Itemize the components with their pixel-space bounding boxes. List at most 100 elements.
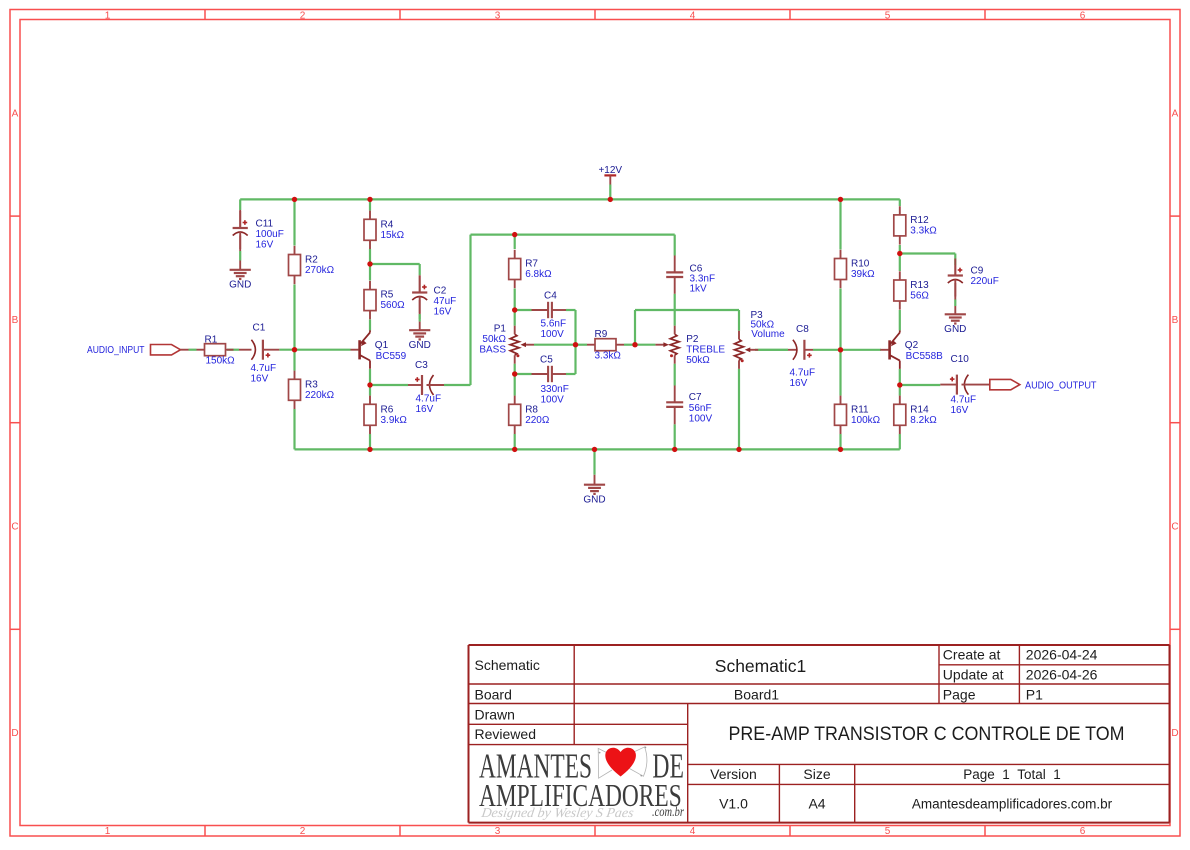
svg-text:270kΩ: 270kΩ xyxy=(305,265,335,276)
svg-text:GND: GND xyxy=(944,324,966,335)
svg-text:1: 1 xyxy=(105,10,111,21)
svg-text:1kV: 1kV xyxy=(690,284,708,295)
svg-text:AMPLIFICADORES: AMPLIFICADORES xyxy=(479,777,682,813)
svg-text:P1: P1 xyxy=(1026,686,1043,702)
svg-text:16V: 16V xyxy=(251,374,269,385)
svg-text:56nF: 56nF xyxy=(689,403,712,414)
svg-text:100kΩ: 100kΩ xyxy=(851,415,881,426)
svg-text:C3: C3 xyxy=(415,360,428,371)
svg-text:Amantesdeamplificadores.com.br: Amantesdeamplificadores.com.br xyxy=(912,797,1113,812)
svg-text:AMANTES: AMANTES xyxy=(479,747,592,786)
svg-text:BASS: BASS xyxy=(479,345,506,356)
svg-text:3: 3 xyxy=(495,826,501,837)
svg-text:Designed by Wesley S Paes: Designed by Wesley S Paes xyxy=(480,805,635,820)
svg-text:R12: R12 xyxy=(910,215,929,226)
svg-text:C7: C7 xyxy=(689,392,702,403)
svg-text:Page 1 Total 1: Page 1 Total 1 xyxy=(963,767,1061,782)
svg-text:C2: C2 xyxy=(434,286,447,297)
svg-text:4: 4 xyxy=(690,10,696,21)
svg-text:D: D xyxy=(11,728,18,739)
svg-text:6: 6 xyxy=(1080,826,1086,837)
svg-text:16V: 16V xyxy=(790,378,808,389)
svg-text:R4: R4 xyxy=(381,219,394,230)
svg-text:4: 4 xyxy=(690,826,696,837)
svg-text:R8: R8 xyxy=(525,404,538,415)
svg-text:+12V: +12V xyxy=(598,165,622,176)
svg-text:AUDIO_INPUT: AUDIO_INPUT xyxy=(87,345,145,356)
svg-text:15kΩ: 15kΩ xyxy=(381,230,405,241)
svg-text:4.7uF: 4.7uF xyxy=(251,363,277,374)
svg-text:R13: R13 xyxy=(910,280,929,291)
svg-text:16V: 16V xyxy=(256,240,274,251)
svg-text:100V: 100V xyxy=(541,395,565,406)
svg-text:4.7uF: 4.7uF xyxy=(951,395,977,406)
svg-text:5: 5 xyxy=(885,10,891,21)
svg-text:6.8kΩ: 6.8kΩ xyxy=(525,269,552,280)
svg-text:C9: C9 xyxy=(971,266,984,277)
svg-text:47uF: 47uF xyxy=(434,296,457,307)
svg-text:C10: C10 xyxy=(951,354,970,365)
svg-text:R14: R14 xyxy=(910,404,929,415)
svg-text:Q2: Q2 xyxy=(905,340,919,351)
svg-text:3: 3 xyxy=(495,10,501,21)
svg-text:R5: R5 xyxy=(381,290,394,301)
svg-text:C: C xyxy=(11,522,18,533)
svg-text:2: 2 xyxy=(300,10,306,21)
svg-text:560Ω: 560Ω xyxy=(381,300,406,311)
svg-text:R3: R3 xyxy=(305,379,318,390)
svg-text:C5: C5 xyxy=(540,355,553,366)
svg-text:5: 5 xyxy=(885,826,891,837)
svg-text:Reviewed: Reviewed xyxy=(475,726,536,742)
svg-text:.com.br: .com.br xyxy=(652,804,685,819)
svg-text:V1.0: V1.0 xyxy=(719,796,748,812)
svg-text:1: 1 xyxy=(105,826,111,837)
svg-text:330nF: 330nF xyxy=(541,384,569,395)
svg-text:R11: R11 xyxy=(851,404,869,415)
svg-text:AUDIO_OUTPUT: AUDIO_OUTPUT xyxy=(1025,380,1097,391)
svg-text:BC558B: BC558B xyxy=(906,351,944,362)
svg-text:2026-04-26: 2026-04-26 xyxy=(1026,666,1098,682)
svg-text:Q1: Q1 xyxy=(375,340,389,351)
svg-text:16V: 16V xyxy=(951,405,969,416)
svg-text:Update at: Update at xyxy=(943,666,1004,682)
svg-text:3.3kΩ: 3.3kΩ xyxy=(595,350,622,361)
svg-text:GND: GND xyxy=(409,340,431,351)
svg-text:2026-04-24: 2026-04-24 xyxy=(1026,647,1098,663)
svg-text:Drawn: Drawn xyxy=(475,707,515,723)
svg-text:C6: C6 xyxy=(690,264,703,275)
svg-text:39kΩ: 39kΩ xyxy=(851,269,875,280)
svg-text:50kΩ: 50kΩ xyxy=(751,320,775,331)
svg-text:100V: 100V xyxy=(541,329,565,340)
svg-text:16V: 16V xyxy=(416,404,434,415)
svg-text:16V: 16V xyxy=(434,307,452,318)
svg-text:5.6nF: 5.6nF xyxy=(541,319,567,330)
svg-text:3.3kΩ: 3.3kΩ xyxy=(910,225,937,236)
svg-text:3.3nF: 3.3nF xyxy=(690,274,716,285)
svg-text:P3: P3 xyxy=(751,310,764,321)
svg-text:4.7uF: 4.7uF xyxy=(790,368,816,379)
svg-text:R9: R9 xyxy=(595,329,608,340)
svg-text:100uF: 100uF xyxy=(256,229,284,240)
svg-text:C1: C1 xyxy=(253,323,266,334)
svg-text:Volume: Volume xyxy=(751,329,785,340)
svg-text:220uF: 220uF xyxy=(971,276,999,287)
svg-text:6: 6 xyxy=(1080,10,1086,21)
svg-text:Create at: Create at xyxy=(943,647,1001,663)
svg-text:C11: C11 xyxy=(256,219,274,230)
svg-text:50kΩ: 50kΩ xyxy=(686,355,710,366)
svg-text:8.2kΩ: 8.2kΩ xyxy=(910,415,937,426)
svg-text:Size: Size xyxy=(803,766,830,782)
svg-text:R2: R2 xyxy=(305,255,318,266)
svg-text:Board: Board xyxy=(475,686,512,702)
svg-text:A4: A4 xyxy=(808,796,825,812)
svg-text:R1: R1 xyxy=(205,335,218,346)
svg-text:C8: C8 xyxy=(796,324,809,335)
svg-text:P1: P1 xyxy=(494,324,507,335)
svg-text:DE: DE xyxy=(652,747,684,786)
svg-text:3.9kΩ: 3.9kΩ xyxy=(381,415,408,426)
svg-text:4.7uF: 4.7uF xyxy=(416,394,442,405)
svg-text:Schematic: Schematic xyxy=(475,657,540,673)
svg-text:BC559: BC559 xyxy=(376,351,407,362)
svg-text:R6: R6 xyxy=(381,404,394,415)
svg-text:220Ω: 220Ω xyxy=(525,415,550,426)
